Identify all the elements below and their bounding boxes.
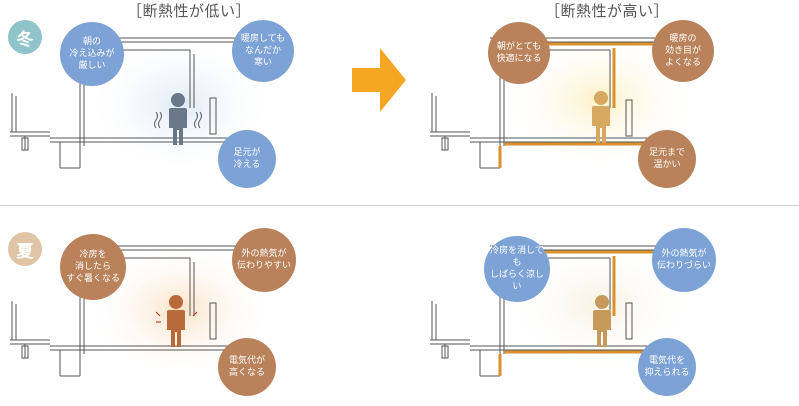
column-icon: [625, 99, 633, 137]
bubble-feet-warm: 足元まで 温かい: [638, 130, 696, 188]
title-low-insulation: ［断熱性が低い］: [127, 2, 252, 20]
title-high-insulation: ［断熱性が高い］: [545, 2, 670, 20]
bubble-feet-cold: 足元が 冷える: [218, 130, 276, 188]
bubble-electricity-high: 電気代が 高くなる: [218, 338, 276, 396]
bubble-heat-transfer: 外の熱気が 伝わりやすい: [232, 228, 296, 292]
bubble-morning-cold: 朝の 冷え込みが 厳しい: [60, 22, 124, 86]
summer-badge: 夏: [8, 232, 42, 266]
bubble-heating-cold: 暖房しても なんだか 寒い: [232, 20, 294, 82]
winter-badge: 冬: [8, 20, 42, 54]
bubble-heating-effective: 暖房の 効き目が よくなる: [652, 20, 714, 82]
summer-high-scene: [429, 235, 700, 378]
bubble-ac-off-cool: 冷房を消しても しばらく涼しい: [484, 236, 550, 302]
bubble-heat-blocked: 外の熱気が 伝わりづらい: [652, 228, 716, 292]
column-icon: [625, 302, 633, 340]
shiver-icon: [154, 111, 202, 129]
column-icon: [209, 302, 217, 340]
bubble-electricity-saved: 電気代を 抑えられる: [638, 338, 696, 396]
bubble-ac-off-hot: 冷房を 消したら すぐ暑くなる: [60, 234, 126, 300]
column-icon: [209, 97, 217, 135]
sweat-icon: [155, 311, 198, 323]
arrow-right-icon: [352, 48, 406, 112]
bubble-morning-comfort: 朝がとても 快適になる: [488, 22, 550, 84]
section-divider: [0, 205, 799, 206]
